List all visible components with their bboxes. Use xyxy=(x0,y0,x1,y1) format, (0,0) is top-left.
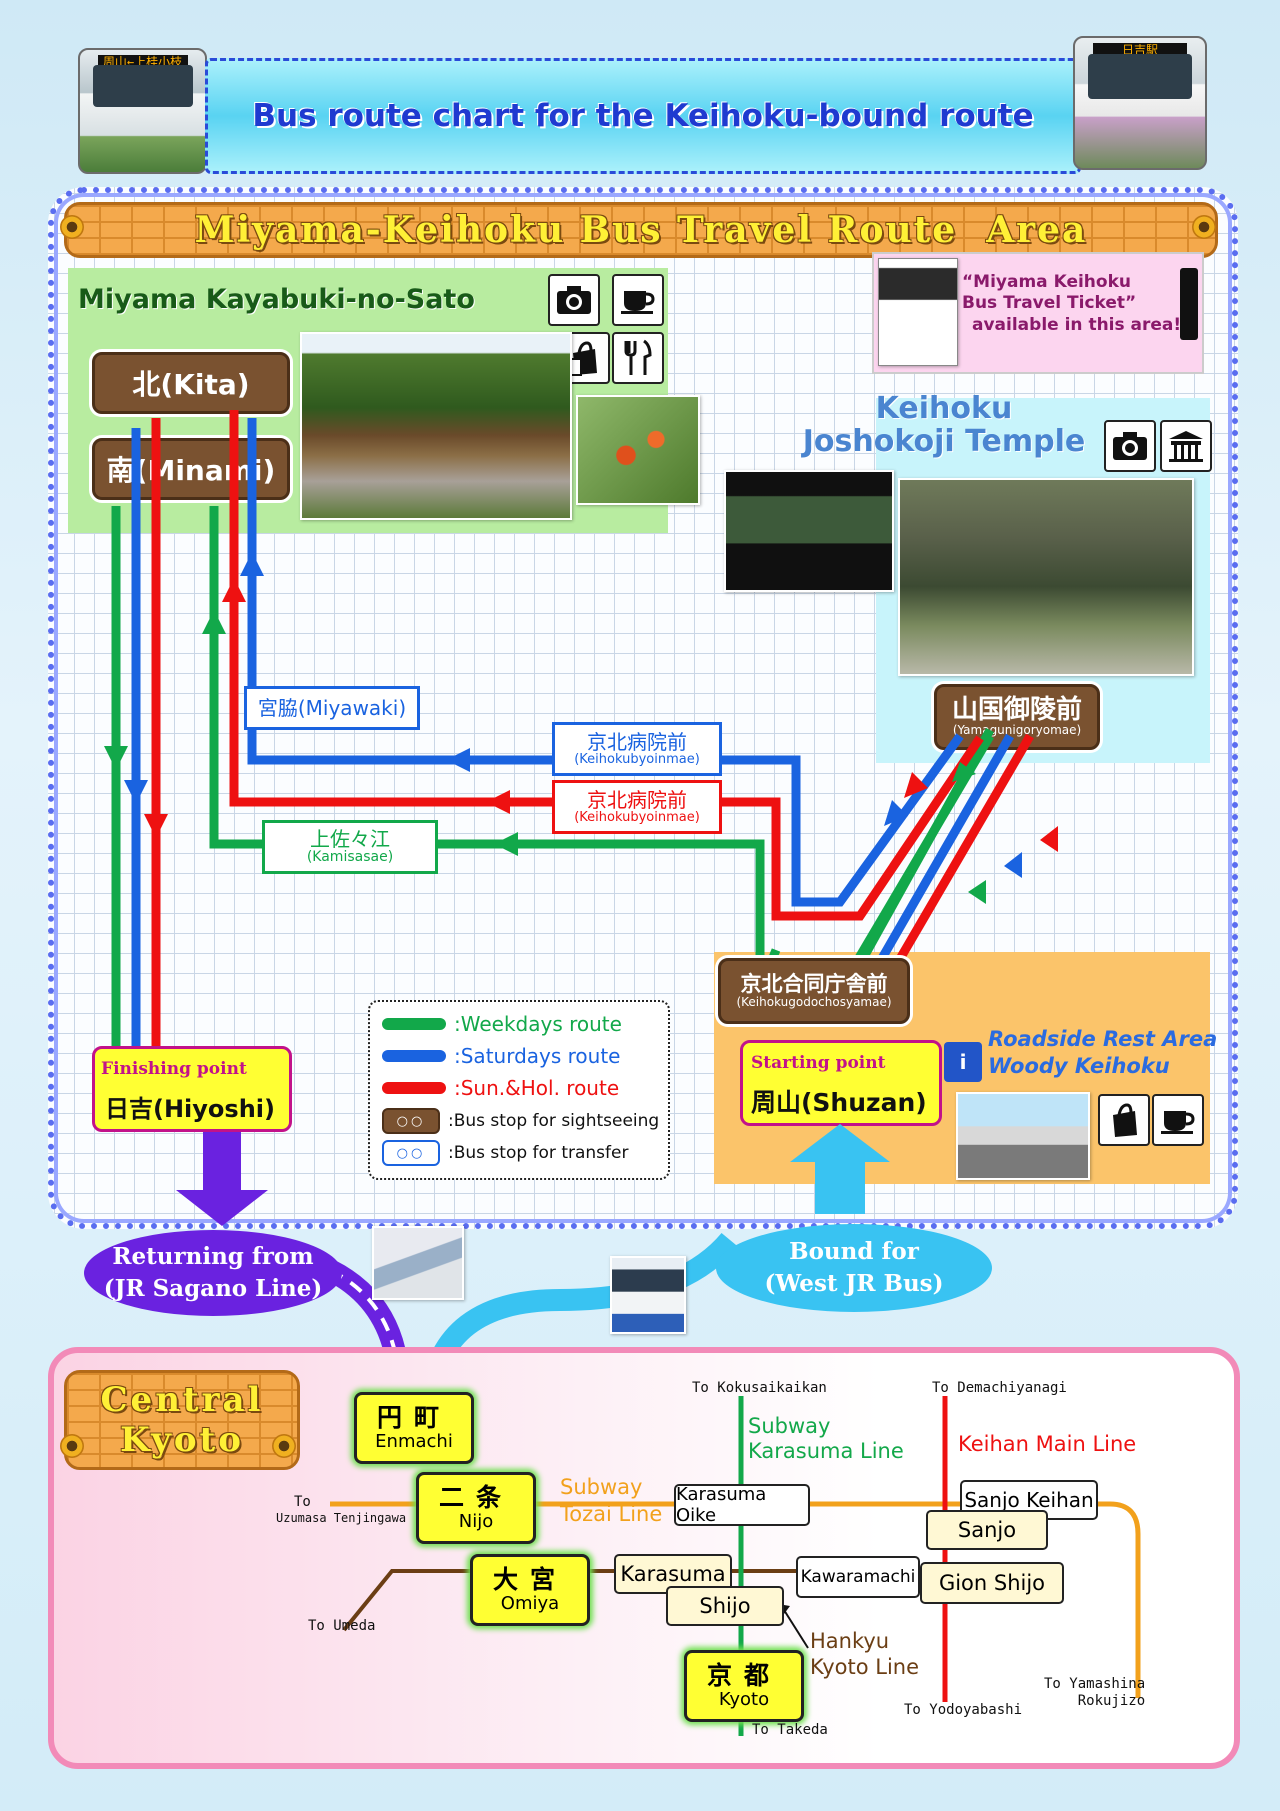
direction-uzumasa: To Uzumasa Tenjingawa xyxy=(276,1494,407,1525)
legend-swatch-transfer: ○○ xyxy=(382,1140,440,1166)
camera-icon xyxy=(548,274,600,326)
roadside-station-icon: i xyxy=(944,1042,982,1082)
flower-ornament-icon xyxy=(272,1434,296,1458)
joshokoji-title: Keihoku Joshokoji Temple xyxy=(802,391,1086,459)
holidays-route-line xyxy=(151,410,1034,1050)
direction-yodoyabashi: To Yodoyabashi xyxy=(904,1702,1023,1718)
station-gion-shijo: Gion Shijo xyxy=(920,1562,1064,1604)
restaurant-icon xyxy=(612,332,664,384)
temple-icon xyxy=(1160,420,1212,472)
line-name-keihan: Keihan Main Line xyxy=(958,1432,1137,1456)
central-kyoto-title-box: Central Kyoto xyxy=(64,1370,300,1470)
shopping-icon xyxy=(1098,1094,1150,1146)
bus-photo-left: 周山←上桂小枝 xyxy=(78,48,207,174)
ticket-promo-tab xyxy=(1180,268,1198,340)
hankyu-pointer xyxy=(783,1609,809,1649)
line-name-tozai: Subway Tozai Line xyxy=(560,1475,663,1527)
station-omiya: 大宮 Omiya xyxy=(470,1554,590,1626)
returning-from-jr-sagano: Returning from (JR Sagano Line) xyxy=(84,1230,342,1316)
roadside-rest-area-title: Roadside Rest Area Woody Keihoku xyxy=(988,1027,1218,1079)
route-direction-arrows xyxy=(104,552,1058,904)
flower-ornament-icon xyxy=(60,215,84,239)
stop-keihokubyoinmae-saturdays: 京北病院前 (Keihokubyoinmae) xyxy=(552,722,722,776)
station-nijo: 二条 Nijo xyxy=(416,1472,536,1544)
stop-keihokubyoinmae-holidays: 京北病院前 (Keihokubyoinmae) xyxy=(552,780,722,834)
bus-travel-ticket-image xyxy=(878,258,958,366)
camera-icon xyxy=(1104,420,1156,472)
station-sanjo: Sanjo xyxy=(926,1510,1048,1550)
flowers-photo xyxy=(576,395,700,505)
station-enmachi: 円町 Enmachi xyxy=(354,1392,474,1464)
route-legend: :Weekdays route :Saturdays route :Sun.&H… xyxy=(368,1000,670,1180)
page-title: Bus route chart for the Keihoku-bound ro… xyxy=(252,98,1034,134)
station-karasuma-oike: Karasuma Oike xyxy=(674,1484,810,1526)
area-title: Miyama-Keihoku Bus Travel Route Area xyxy=(194,209,1088,251)
miyama-title: Miyama Kayabuki-no-Sato xyxy=(78,284,475,315)
stop-kita: 北(Kita) xyxy=(92,352,290,414)
jr-train-photo xyxy=(372,1226,464,1300)
direction-kokusaikaikan: To Kokusaikaikan xyxy=(692,1380,827,1396)
stop-keihokugodochosyamae: 京北合同庁舎前 (Keihokugodochosyamae) xyxy=(718,958,910,1024)
stop-miyawaki: 宮脇(Miyawaki) xyxy=(244,686,420,730)
flower-ornament-icon xyxy=(1192,215,1216,239)
line-name-hankyu: Hankyu Kyoto Line xyxy=(810,1629,920,1680)
hankyu-line xyxy=(342,1569,922,1632)
woody-keihoku-photo xyxy=(956,1092,1090,1180)
direction-takeda: To Takeda xyxy=(752,1722,828,1738)
stop-yamagunigoryomae: 山国御陵前 (Yamagunigoryomae) xyxy=(934,684,1100,750)
direction-yamashina: To Yamashina Rokujizo xyxy=(1044,1676,1146,1709)
direction-umeda: To Umeda xyxy=(308,1618,376,1634)
legend-swatch-weekdays xyxy=(382,1018,446,1030)
temple-garden-photo xyxy=(898,478,1194,676)
station-kawaramachi: Kawaramachi xyxy=(796,1556,920,1598)
stop-kamisasae: 上佐々江 (Kamisasae) xyxy=(262,820,438,874)
finishing-point: Finishing point 日吉(Hiyoshi) xyxy=(92,1046,292,1132)
west-jr-bus-photo xyxy=(610,1256,686,1334)
page-title-banner: Bus route chart for the Keihoku-bound ro… xyxy=(205,58,1081,174)
flower-ornament-icon xyxy=(60,1434,84,1458)
direction-demachiyanagi: To Demachiyanagi xyxy=(932,1380,1067,1396)
tozai-line xyxy=(330,1501,1141,1698)
bus-photo-right: 日吉駅 xyxy=(1073,36,1207,170)
temple-interior-photo xyxy=(724,470,894,592)
area-title-banner: Miyama-Keihoku Bus Travel Route Area xyxy=(64,202,1218,258)
starting-point: Starting point 周山(Shuzan) xyxy=(740,1040,942,1126)
line-name-karasuma: Subway Karasuma Line xyxy=(748,1414,904,1464)
kayabuki-village-photo xyxy=(300,332,572,520)
legend-swatch-holidays xyxy=(382,1082,446,1094)
station-shijo: Shijo xyxy=(666,1586,784,1626)
legend-swatch-sightseeing: ○○ xyxy=(382,1108,440,1134)
legend-swatch-saturdays xyxy=(382,1050,446,1062)
bound-for-west-jr-bus: Bound for (West JR Bus) xyxy=(716,1224,992,1312)
cafe-icon xyxy=(612,274,664,326)
down-arrow-to-jr xyxy=(176,1132,268,1226)
station-kyoto: 京都 Kyoto xyxy=(684,1650,804,1722)
up-arrow-from-jr-bus xyxy=(790,1124,890,1214)
cafe-icon xyxy=(1152,1094,1204,1146)
ticket-promo-text: “Miyama Keihoku Bus Travel Ticket” avail… xyxy=(962,272,1182,335)
